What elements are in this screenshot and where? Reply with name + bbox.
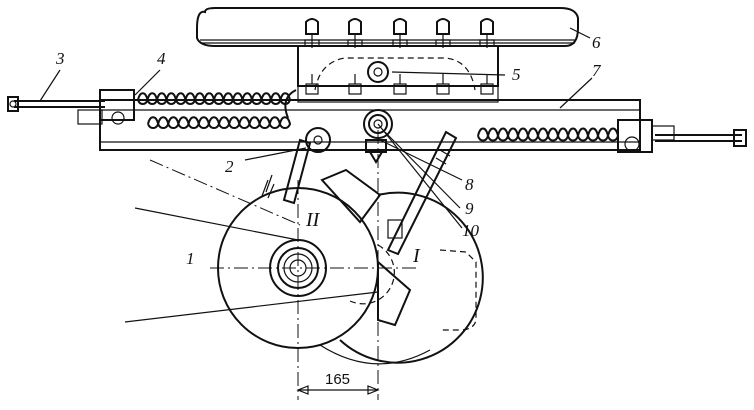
seat-cushion: [196, 7, 579, 47]
label-8: 8: [465, 175, 474, 194]
left-spring: [137, 92, 292, 130]
zone-label-I: I: [412, 245, 421, 267]
dimension-165: [296, 385, 380, 395]
left-roller: [284, 89, 331, 153]
label-7: 7: [592, 61, 602, 80]
cushion-mounting-bolts: [304, 18, 495, 48]
label-5: 5: [512, 65, 521, 84]
dimension-value: 165: [325, 371, 350, 388]
centre-lines: [149, 130, 420, 400]
label-2: 2: [225, 157, 234, 176]
label-6: 6: [592, 33, 601, 52]
upper-carriage-plate: [297, 45, 499, 103]
base-frame: [99, 99, 641, 151]
right-adjustment-rod: [617, 119, 747, 153]
left-swing-link: [261, 138, 312, 205]
zone-label-II: II: [305, 209, 321, 231]
label-4: 4: [157, 49, 166, 68]
left-adjustment-rod: [7, 89, 135, 125]
label-10: 10: [462, 221, 480, 240]
right-swing-link: [386, 130, 458, 256]
sight-lines: [124, 207, 379, 323]
label-leaders: [39, 27, 593, 229]
label-9: 9: [465, 199, 474, 218]
label-1: 1: [186, 249, 195, 268]
label-3: 3: [55, 49, 65, 68]
right-spring: [477, 127, 620, 142]
